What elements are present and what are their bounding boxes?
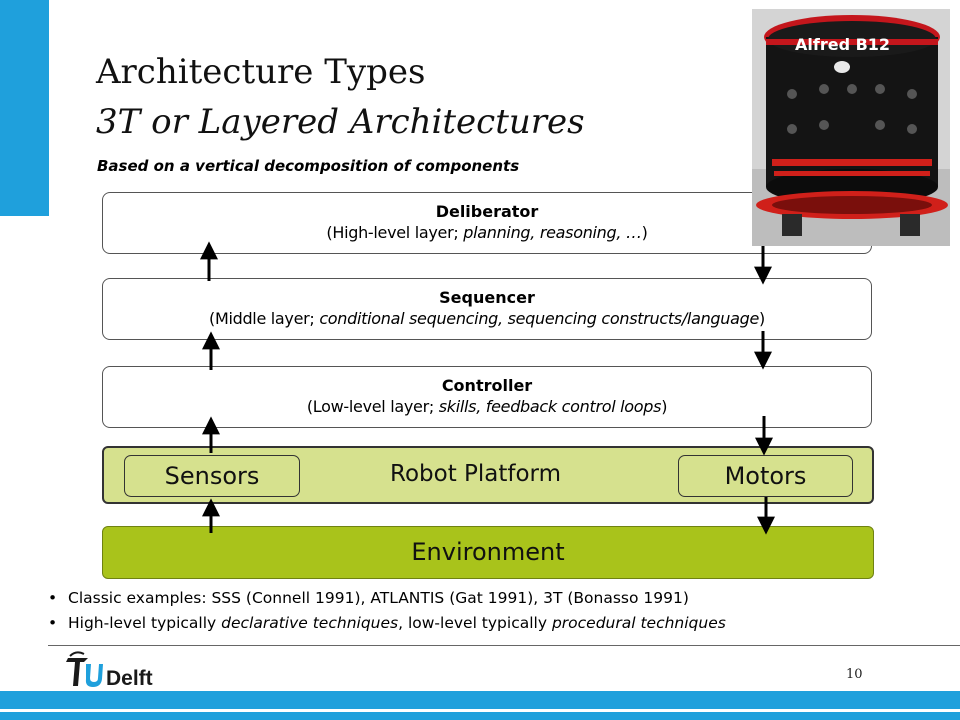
tudelft-logo: Delft [66, 651, 153, 690]
robot-photo [752, 9, 950, 246]
bullet-item-techniques: High-level typically declarative techniq… [48, 611, 726, 636]
footer-blue-strip [0, 712, 960, 720]
deliberator-name: Deliberator [435, 202, 539, 221]
footer-blue-bar [0, 691, 960, 709]
sequencer-name: Sequencer [439, 288, 535, 307]
sequencer-description: (Middle layer; conditional sequencing, s… [209, 309, 765, 328]
footer-divider [48, 645, 960, 646]
robot-illustration [752, 9, 950, 246]
robot-platform-label: Robot Platform [390, 461, 562, 487]
deliberator-layer-box: Deliberator (High-level layer; planning,… [102, 192, 872, 254]
page-number: 10 [846, 667, 863, 682]
deliberator-description: (High-level layer; planning, reasoning, … [326, 223, 648, 242]
slide-subtitle-title: 3T or Layered Architectures [96, 102, 585, 142]
slide-tagline: Based on a vertical decomposition of com… [97, 157, 520, 175]
accent-bar [0, 0, 49, 216]
controller-name: Controller [441, 376, 533, 395]
sequencer-layer-box: Sequencer (Middle layer; conditional seq… [102, 278, 872, 340]
bullet-item-examples: Classic examples: SSS (Connell 1991), AT… [48, 586, 726, 611]
controller-layer-box: Controller (Low-level layer; skills, fee… [102, 366, 872, 428]
motors-box: Motors [678, 455, 853, 497]
robot-photo-caption: Alfred B12 [795, 35, 891, 54]
slide-title: Architecture Types [96, 52, 426, 92]
controller-description: (Low-level layer; skills, feedback contr… [306, 397, 668, 416]
svg-text:Delft: Delft [106, 667, 153, 690]
environment-box: Environment [102, 526, 874, 579]
sensors-box: Sensors [124, 455, 300, 497]
bullet-list: Classic examples: SSS (Connell 1991), AT… [48, 586, 726, 636]
